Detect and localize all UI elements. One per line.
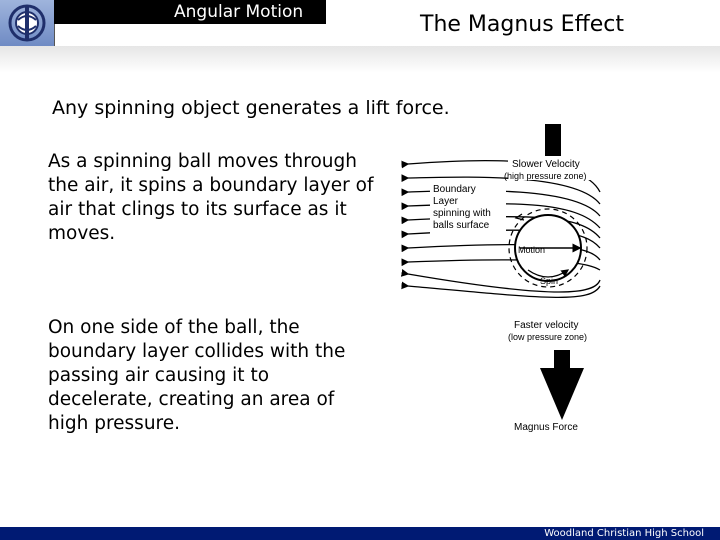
faster-velocity-sub: (low pressure zone) xyxy=(508,332,587,342)
magnus-force-label: Magnus Force xyxy=(514,422,578,433)
magnus-force-arrow xyxy=(540,350,584,420)
footer-bar: Woodland Christian High School xyxy=(0,527,720,540)
spin-label: Spin xyxy=(540,276,558,286)
faster-velocity-label: Faster velocity xyxy=(514,320,578,331)
paragraph-high-pressure: On one side of the ball, the boundary la… xyxy=(48,317,346,434)
header-divider xyxy=(0,46,720,73)
boundary-label-2: Layer xyxy=(433,196,459,207)
intro-line: Any spinning object generates a lift for… xyxy=(52,97,450,119)
slide-title: The Magnus Effect xyxy=(420,12,624,37)
slower-velocity-label: Slower Velocity xyxy=(512,159,580,170)
slide-header: Angular Motion The Magnus Effect xyxy=(0,0,720,73)
boundary-label-4: balls surface xyxy=(433,220,490,231)
magnus-effect-diagram: Slower Velocity (high pressure zone) Bou… xyxy=(400,124,601,433)
boundary-layer-ring xyxy=(508,208,588,288)
boundary-label-1: Boundary xyxy=(433,184,476,195)
logo-emblem-icon xyxy=(8,4,46,42)
spin-arrow xyxy=(527,269,570,278)
topic-label: Angular Motion xyxy=(174,2,304,22)
boundary-label-3: spinning with xyxy=(433,208,491,219)
slower-velocity-sub: (high pressure zone) xyxy=(504,171,587,181)
paragraph-boundary-layer: As a spinning ball moves through the air… xyxy=(48,151,374,244)
motion-label: Motion xyxy=(518,245,545,255)
school-name: Woodland Christian High School xyxy=(544,528,704,539)
force-arrow-top xyxy=(545,124,561,160)
topic-bar: Angular Motion xyxy=(54,0,326,24)
school-logo xyxy=(0,0,55,47)
